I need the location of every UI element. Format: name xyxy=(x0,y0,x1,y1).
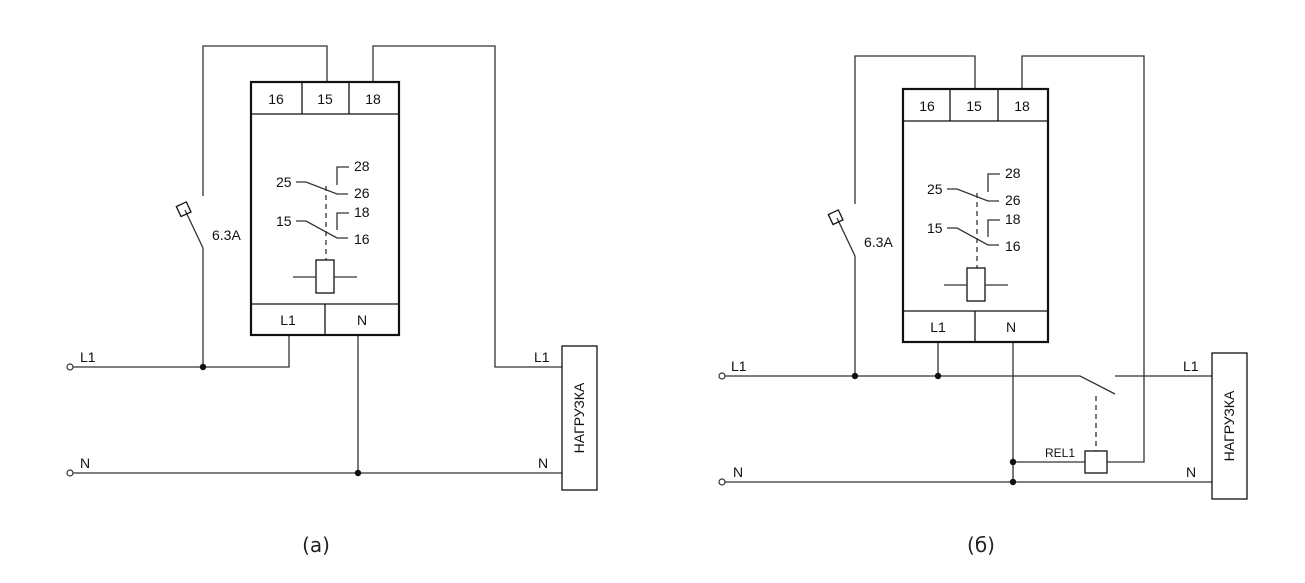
wire-a-l1-line xyxy=(73,335,290,368)
relay-b-contact-symbol xyxy=(944,173,1008,302)
contact-b-15: 15 xyxy=(927,220,943,236)
relay-a-contact-symbol xyxy=(293,166,357,294)
terminal-a-16: 16 xyxy=(268,91,284,107)
breaker-b-handle xyxy=(827,209,844,226)
junction-a-n xyxy=(354,469,362,477)
wire-a-18-to-load xyxy=(372,45,562,368)
input-a-l1-terminal xyxy=(66,363,74,371)
load-a-label: НАГРУЗКА xyxy=(571,382,587,453)
input-b-n-terminal xyxy=(718,478,726,486)
load-b-l1-label: L1 xyxy=(1183,358,1199,374)
contact-a-28: 28 xyxy=(354,158,370,174)
contact-b-25: 25 xyxy=(927,181,943,197)
breaker-a-handle xyxy=(175,201,192,218)
line-b-l1-label: L1 xyxy=(731,358,747,374)
terminal-a-l1: L1 xyxy=(280,312,296,328)
contact-b-28: 28 xyxy=(1005,165,1021,181)
wire-b-l1-line xyxy=(725,375,1116,395)
junction-b-breaker xyxy=(851,372,859,380)
terminal-a-n: N xyxy=(357,312,367,328)
line-a-n-label: N xyxy=(80,455,90,471)
contact-a-18: 18 xyxy=(354,204,370,220)
junction-b-coil xyxy=(1009,458,1017,466)
load-a-l1-label: L1 xyxy=(534,349,550,365)
caption-a: (a) xyxy=(302,533,330,557)
contact-a-15: 15 xyxy=(276,213,292,229)
line-b-n-label: N xyxy=(733,464,743,480)
load-a-n-label: N xyxy=(538,455,548,471)
junction-b-n xyxy=(1009,478,1017,486)
junction-a-l1 xyxy=(199,363,207,371)
breaker-b-blade xyxy=(836,217,856,257)
diagram-a: 16 15 18 L1 N 25 28 26 15 18 16 L1 N 6.3… xyxy=(66,45,598,557)
terminal-b-l1: L1 xyxy=(930,319,946,335)
terminal-b-16: 16 xyxy=(919,98,935,114)
terminal-a-18: 18 xyxy=(365,91,381,107)
terminal-b-n: N xyxy=(1006,319,1016,335)
load-a-box xyxy=(561,345,598,491)
relay-b-housing xyxy=(901,87,1050,344)
terminal-b-18: 18 xyxy=(1014,98,1030,114)
terminal-a-15: 15 xyxy=(317,91,333,107)
contact-a-25: 25 xyxy=(276,174,292,190)
contact-b-18: 18 xyxy=(1005,211,1021,227)
wire-b-breaker-to-15 xyxy=(854,55,976,204)
load-b-label: НАГРУЗКА xyxy=(1221,390,1237,461)
caption-b: (б) xyxy=(967,533,995,557)
load-b-n-label: N xyxy=(1186,464,1196,480)
contact-b-16: 16 xyxy=(1005,238,1021,254)
breaker-a-blade xyxy=(184,209,204,249)
diagram-b: 16 15 18 L1 N 25 28 26 15 18 16 L1 N xyxy=(718,55,1248,557)
relay-a-housing xyxy=(249,80,401,337)
contact-a-26: 26 xyxy=(354,185,370,201)
load-b-box xyxy=(1211,352,1248,500)
junction-b-l1 xyxy=(934,372,942,380)
input-b-l1-terminal xyxy=(718,372,726,380)
rel1-label: REL1 xyxy=(1045,446,1075,460)
line-a-l1-label: L1 xyxy=(80,349,96,365)
contact-b-26: 26 xyxy=(1005,192,1021,208)
rel1-coil xyxy=(1084,450,1108,474)
contact-a-16: 16 xyxy=(354,231,370,247)
wire-a-breaker-to-15 xyxy=(202,45,328,196)
breaker-a-label: 6.3A xyxy=(212,227,241,243)
wire-b-18-to-relay xyxy=(1021,55,1145,463)
terminal-b-15: 15 xyxy=(966,98,982,114)
input-a-n-terminal xyxy=(66,469,74,477)
breaker-b-label: 6.3A xyxy=(864,234,893,250)
